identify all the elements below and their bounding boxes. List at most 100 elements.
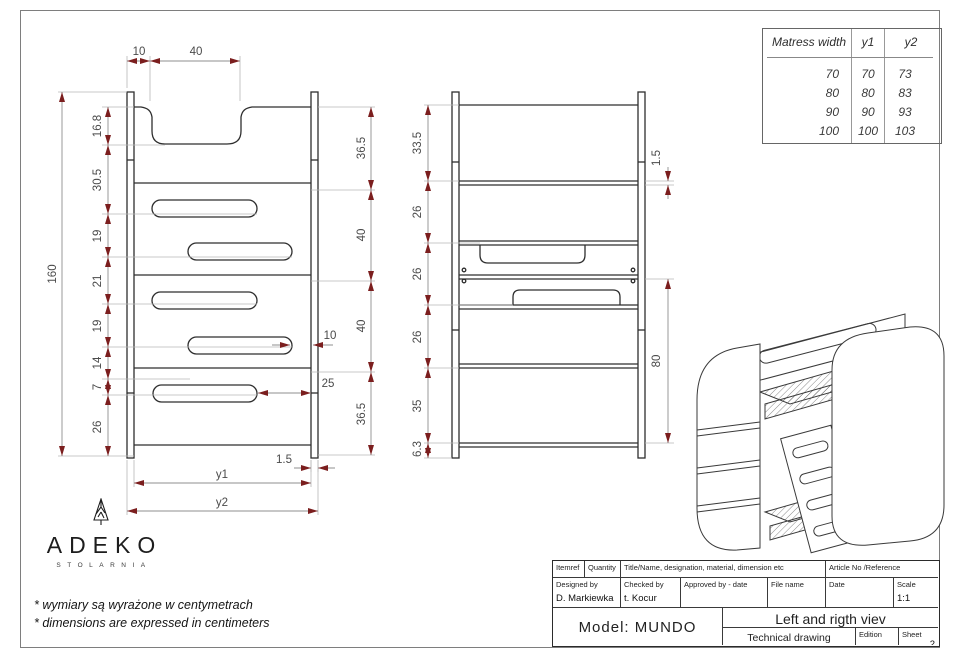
titleblock-sheet: Sheet 2 — [899, 628, 938, 645]
dimension-leader-arrows — [272, 167, 671, 471]
mattress-width-table: Matress width y1 y2 70 70 73 80 80 83 90… — [762, 28, 942, 144]
titleblock-file-name: File name — [768, 578, 826, 608]
dim-label: 10 — [133, 46, 146, 58]
scale-value: 1:1 — [897, 593, 911, 604]
note-line-pl: * wymiary są wyrażone w centymetrach — [34, 598, 253, 612]
dim-label: 25 — [322, 378, 335, 390]
side-left-board — [451, 91, 460, 459]
dim-label: 26 — [412, 268, 424, 281]
table-cell: 100 — [857, 124, 879, 138]
sheet-value: 2 — [929, 639, 935, 645]
perspective-left-panel — [696, 343, 761, 551]
front-slot-2 — [187, 242, 293, 261]
dim-label: 6.3 — [412, 441, 424, 457]
titleblock-approved-by: Approved by - date — [681, 578, 768, 608]
titleblock-drawing-type: Technical drawing — [723, 628, 856, 645]
front-left-board — [126, 91, 135, 459]
dim-label: 160 — [47, 264, 59, 283]
titleblock-edition: Edition — [856, 628, 899, 645]
dim-label: 40 — [190, 46, 203, 58]
table-header-y1: y1 — [861, 35, 875, 49]
table-cell: 90 — [861, 105, 875, 119]
dim-label: 40 — [356, 320, 368, 333]
table-cell: 70 — [861, 67, 875, 81]
sheet-frame — [20, 10, 940, 648]
titleblock-title-name: Title/Name, designation, material, dimen… — [621, 561, 826, 578]
table-cell: 100 — [818, 124, 839, 138]
dim-label: 26 — [92, 421, 104, 434]
titleblock-itemref: Itemref — [553, 561, 585, 578]
titleblock-quantity: Quantity — [585, 561, 621, 578]
titleblock-article: Article No /Reference — [826, 561, 938, 578]
titleblock-model: Model: MUNDO — [553, 608, 723, 645]
side-rail-tab-lower — [512, 289, 621, 305]
dim-label: 1.5 — [651, 150, 663, 166]
dim-label: 80 — [651, 355, 663, 368]
front-slot-1 — [151, 199, 258, 218]
scale-label: Scale — [897, 580, 916, 589]
side-rail-tab-upper — [479, 245, 586, 264]
side-view — [451, 91, 646, 459]
logo-subtitle-text: STOLARNIA — [56, 562, 152, 569]
front-slot-5 — [152, 384, 258, 403]
table-cell: 70 — [825, 67, 839, 81]
extension-lines — [58, 56, 674, 515]
sheet-label: Sheet — [902, 630, 922, 639]
designed-by-label: Designed by — [556, 580, 598, 589]
dim-label: 21 — [92, 275, 104, 288]
perspective-view — [696, 313, 945, 554]
front-slot-4 — [187, 336, 293, 355]
note-line-en: * dimensions are expressed in centimeter… — [34, 616, 270, 630]
table-cell: 103 — [894, 124, 916, 138]
dim-label: 30.5 — [92, 169, 104, 191]
titleblock-checked-by: Checked by t. Kocur — [621, 578, 681, 608]
front-slot-3 — [151, 291, 258, 310]
table-cell: 93 — [898, 105, 912, 119]
dim-label: 36.5 — [356, 137, 368, 159]
dimension-lines — [59, 58, 671, 514]
dim-label: 33.5 — [412, 132, 424, 154]
dim-label: 35 — [412, 400, 424, 413]
dim-label: y2 — [216, 497, 228, 509]
titleblock-view-title: Left and rigth viev — [723, 608, 938, 628]
dim-label: y1 — [216, 469, 228, 481]
table-cell: 80 — [861, 86, 875, 100]
titleblock-scale: Scale 1:1 — [894, 578, 938, 608]
table-header-matress-width: Matress width — [771, 35, 847, 49]
table-cell: 83 — [898, 86, 912, 100]
dim-label: 1.5 — [276, 454, 292, 466]
dim-label: 36.5 — [356, 403, 368, 425]
table-cell: 90 — [825, 105, 839, 119]
dim-label: 19 — [92, 230, 104, 243]
title-block: Itemref Quantity Title/Name, designation… — [552, 560, 940, 647]
logo-brand-text: ADEKO — [46, 532, 163, 558]
dim-label: 14 — [92, 356, 104, 369]
dim-label: 10 — [324, 330, 337, 342]
adeko-logo: ADEKO STOLARNIA — [36, 497, 166, 569]
front-right-board — [310, 91, 319, 459]
table-divider — [884, 29, 885, 143]
titleblock-date: Date — [826, 578, 894, 608]
notes: * wymiary są wyrażone w centymetrach * d… — [34, 594, 270, 630]
table-divider — [851, 29, 852, 143]
designed-by-value: D. Markiewka — [556, 593, 614, 604]
table-cell: 80 — [825, 86, 839, 100]
dim-label: 26 — [412, 331, 424, 344]
table-header-y2: y2 — [904, 35, 918, 49]
dim-label: 19 — [92, 320, 104, 333]
dim-label: 26 — [412, 206, 424, 219]
side-right-board — [637, 91, 646, 459]
tree-icon — [93, 497, 109, 525]
table-cell: 73 — [898, 67, 912, 81]
dim-label: 16.8 — [92, 115, 104, 137]
dimension-labels: 10 40 160 16.8 30.5 19 21 19 14 7 26 36.… — [47, 46, 663, 509]
front-top-edge-with-scoop — [134, 106, 311, 145]
dim-label: 40 — [356, 229, 368, 242]
checked-by-label: Checked by — [624, 580, 664, 589]
dim-label: 7 — [92, 384, 104, 390]
table-header-rule — [767, 57, 933, 58]
titleblock-designed-by: Designed by D. Markiewka — [553, 578, 621, 608]
checked-by-value: t. Kocur — [624, 593, 657, 604]
front-view — [126, 91, 319, 459]
